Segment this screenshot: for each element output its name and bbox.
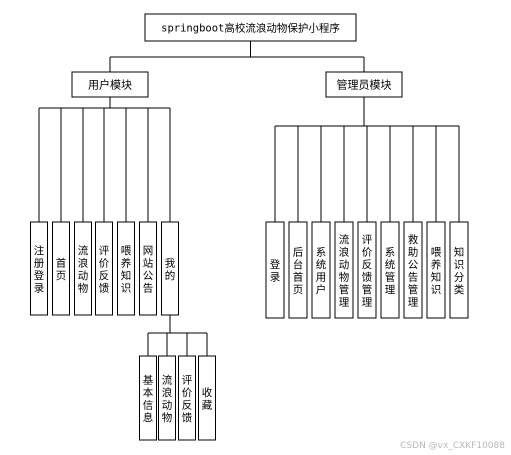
module-node-1: 管理员模块 xyxy=(325,71,403,98)
admin-child-8-label: 知识分类 xyxy=(454,246,465,297)
mine-child-3-label: 收藏 xyxy=(202,386,213,412)
admin-child-2: 系统用户 xyxy=(311,221,331,319)
root-node: springboot高校流浪动物保护小程序 xyxy=(144,13,357,42)
user-child-2-label: 流浪动物 xyxy=(78,244,89,295)
user-child-3-label: 评价反馈 xyxy=(99,245,110,295)
admin-child-7-label: 喂养知识 xyxy=(431,247,442,297)
user-child-5-box xyxy=(139,221,157,316)
admin-child-6-label: 救助公告管理 xyxy=(408,233,419,309)
admin-child-0: 登录 xyxy=(265,221,285,319)
mine-child-2-label: 评价反馈 xyxy=(182,375,193,425)
user-child-4-label: 喂养知识 xyxy=(121,245,132,295)
admin-child-1-box xyxy=(288,221,308,319)
mine-child-3-box xyxy=(198,355,216,441)
root-node-box xyxy=(144,13,357,42)
admin-child-6: 救助公告管理 xyxy=(403,221,423,319)
module-node-1-box xyxy=(325,71,403,98)
mine-child-0-label: 基本信息 xyxy=(143,374,154,425)
user-child-0-label: 注册登录 xyxy=(34,244,45,295)
user-child-5: 网站公告 xyxy=(139,221,157,316)
user-child-5-label: 网站公告 xyxy=(143,245,154,295)
user-child-1-label: 首页 xyxy=(56,257,67,283)
watermark: CSDN @vx_CXKF10088 xyxy=(400,441,505,451)
user-child-4-box xyxy=(117,221,135,316)
user-child-0: 注册登录 xyxy=(30,221,48,316)
admin-child-3: 流浪动物管理 xyxy=(334,221,354,319)
mine-child-1: 流浪动物 xyxy=(158,355,176,441)
mine-child-2: 评价反馈 xyxy=(178,355,196,441)
user-child-3-box xyxy=(95,221,113,316)
admin-child-1: 后台首页 xyxy=(288,221,308,319)
user-child-3: 评价反馈 xyxy=(95,221,113,316)
user-child-1: 首页 xyxy=(52,221,70,316)
connector-lines xyxy=(38,41,460,356)
admin-child-2-label: 系统用户 xyxy=(316,247,327,297)
admin-child-8: 知识分类 xyxy=(449,221,469,319)
mine-child-0: 基本信息 xyxy=(139,355,157,441)
user-child-1-box xyxy=(52,221,70,316)
admin-child-8-box xyxy=(449,221,469,319)
user-child-2-box xyxy=(74,221,92,316)
user-child-0-box xyxy=(30,221,48,316)
module-node-0: 用户模块 xyxy=(71,71,149,98)
admin-child-3-box xyxy=(334,221,354,319)
mine-child-3: 收藏 xyxy=(198,355,216,441)
admin-child-1-label: 后台首页 xyxy=(293,247,304,297)
admin-child-5: 系统管理 xyxy=(380,221,400,319)
mine-child-2-box xyxy=(178,355,196,441)
mine-child-1-box xyxy=(158,355,176,441)
admin-child-4: 评价反馈管理 xyxy=(357,221,377,319)
admin-child-4-label: 评价反馈管理 xyxy=(362,234,373,309)
admin-child-4-box xyxy=(357,221,377,319)
user-child-6: 我的 xyxy=(161,221,179,316)
admin-child-5-label: 系统管理 xyxy=(385,247,396,297)
user-child-2: 流浪动物 xyxy=(74,221,92,316)
admin-child-7: 喂养知识 xyxy=(426,221,446,319)
user-child-6-box xyxy=(161,221,179,316)
root-node-label: springboot高校流浪动物保护小程序 xyxy=(161,22,340,35)
mine-child-0-box xyxy=(139,355,157,441)
admin-child-6-box xyxy=(403,221,423,319)
admin-child-2-box xyxy=(311,221,331,319)
admin-child-0-label: 登录 xyxy=(270,258,281,284)
admin-child-3-label: 流浪动物管理 xyxy=(339,233,350,309)
admin-child-0-box xyxy=(265,221,285,319)
admin-child-5-box xyxy=(380,221,400,319)
mine-child-1-label: 流浪动物 xyxy=(162,374,173,425)
module-node-1-label: 管理员模块 xyxy=(337,78,392,92)
user-child-4: 喂养知识 xyxy=(117,221,135,316)
user-child-6-label: 我的 xyxy=(165,258,176,283)
module-node-0-box xyxy=(71,71,149,98)
module-node-0-label: 用户模块 xyxy=(88,78,132,92)
admin-child-7-box xyxy=(426,221,446,319)
diagram-nodes: springboot高校流浪动物保护小程序用户模块管理员模块注册登录首页流浪动物… xyxy=(30,13,469,441)
